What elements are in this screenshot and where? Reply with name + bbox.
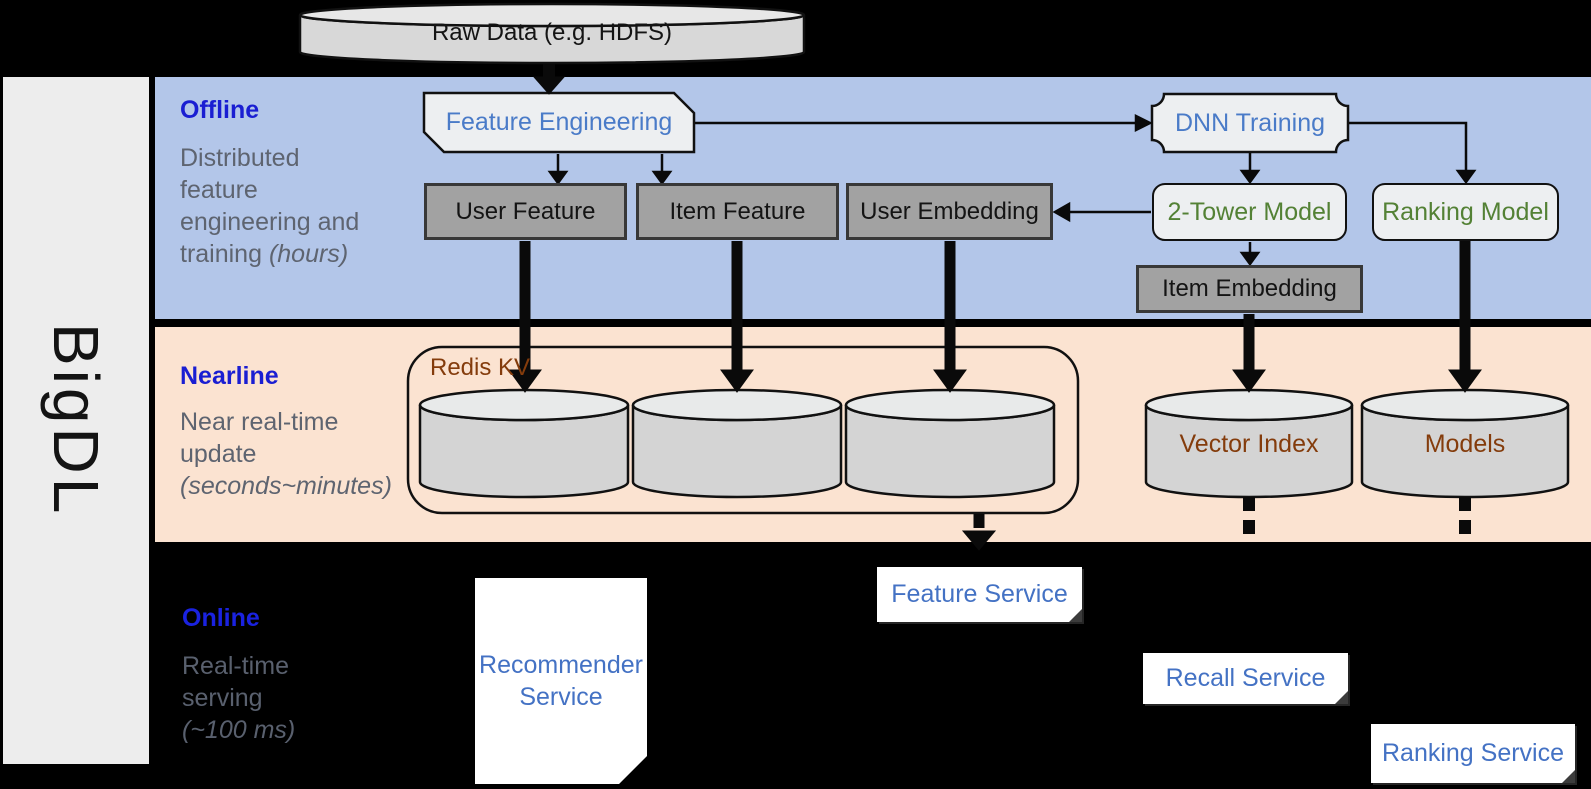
recommender-service-doc: Recommender Service [475, 578, 647, 784]
folded-corner-icon [1562, 770, 1575, 783]
raw-data-cylinder [298, 2, 806, 65]
feature-engineering-label: Feature Engineering [445, 108, 673, 136]
dnn-training-shape [1150, 92, 1350, 154]
folded-corner-icon [1069, 609, 1082, 622]
online-section-label: Online [182, 604, 260, 632]
thick-connectors [508, 64, 1482, 393]
ranking-service-box: Ranking Service [1371, 724, 1575, 783]
redis-cylinder-1 [418, 388, 630, 499]
bigdl-logo-text: BigDL [40, 323, 112, 518]
dnn-training-label: DNN Training [1174, 108, 1326, 137]
ranking-model-box: Ranking Model [1372, 183, 1559, 241]
redis-cylinder-3 [844, 388, 1056, 499]
redis-kv-container [406, 345, 1080, 515]
models-cylinder [1360, 388, 1570, 499]
nearline-section-desc: Near real-time update (seconds~minutes) [180, 408, 392, 500]
item-feature-box: Item Feature [636, 183, 839, 240]
dashed-connectors [961, 497, 1471, 551]
two-tower-model-box: 2-Tower Model [1152, 183, 1347, 241]
redis-cylinder-2 [631, 388, 843, 499]
thin-connectors [547, 113, 1477, 267]
feature-engineering-shape [422, 91, 696, 154]
offline-section-desc: Distributed feature engineering and trai… [180, 144, 360, 268]
item-embedding-box: Item Embedding [1136, 265, 1363, 313]
raw-data-label: Raw Data (e.g. HDFS) [431, 19, 673, 46]
user-feature-box: User Feature [424, 183, 627, 240]
user-embedding-box: User Embedding [846, 183, 1053, 240]
folded-corner-icon [1335, 691, 1348, 704]
recall-service-box: Recall Service [1143, 653, 1348, 704]
feature-service-box: Feature Service [877, 567, 1082, 622]
offline-section-label: Offline [180, 96, 260, 124]
vector-index-label: Vector Index [1179, 429, 1319, 458]
models-label: Models [1424, 429, 1506, 458]
redis-kv-label: Redis KV [430, 354, 531, 381]
online-section-desc: Real-time serving (~100 ms) [182, 652, 296, 744]
vector-index-cylinder [1144, 388, 1354, 499]
bigdl-brand-band: BigDL [3, 77, 149, 764]
nearline-section-label: Nearline [180, 362, 279, 390]
